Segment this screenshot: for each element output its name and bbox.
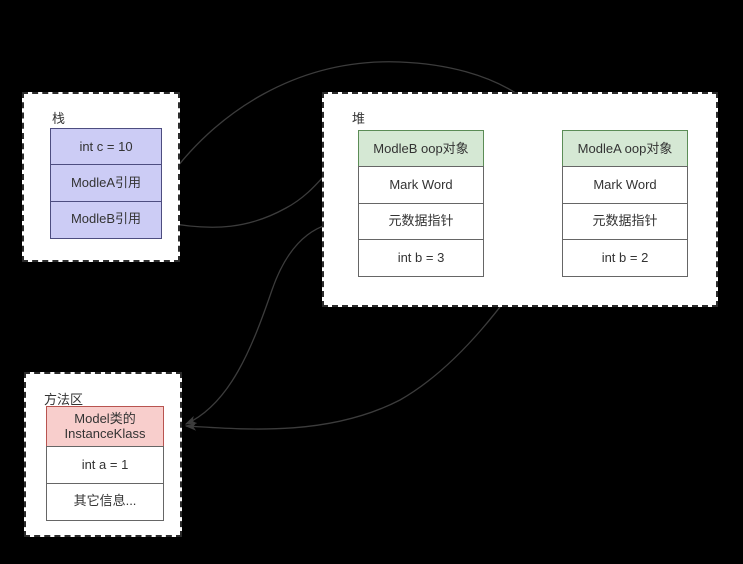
stack-table-row-2[interactable]: ModleB引用 (50, 200, 162, 239)
modlea-oop-row-3[interactable]: int b = 2 (562, 239, 688, 278)
method-area-table-row-2[interactable]: 其它信息... (46, 482, 164, 521)
modlea-oop-row-0[interactable]: ModleA oop对象 (562, 130, 688, 168)
modlea-oop-row-1[interactable]: Mark Word (562, 166, 688, 205)
modleb-oop-row-1[interactable]: Mark Word (358, 166, 484, 205)
modleb-oop-row-0[interactable]: ModleB oop对象 (358, 130, 484, 168)
region-title-method-area: 方法区 (44, 392, 84, 407)
method-area-table-row-0[interactable]: Model类的 InstanceKlass (46, 406, 164, 448)
stack-table-row-0[interactable]: int c = 10 (50, 128, 162, 166)
modleb-oop-row-2[interactable]: 元数据指针 (358, 202, 484, 241)
modlea-oop-row-2[interactable]: 元数据指针 (562, 202, 688, 241)
stack-table-row-1[interactable]: ModleA引用 (50, 164, 162, 203)
method-area-table-row-1[interactable]: int a = 1 (46, 446, 164, 485)
region-title-stack: 栈 (52, 111, 66, 126)
region-title-heap: 堆 (352, 111, 366, 126)
modleb-oop-row-3[interactable]: int b = 3 (358, 239, 484, 278)
